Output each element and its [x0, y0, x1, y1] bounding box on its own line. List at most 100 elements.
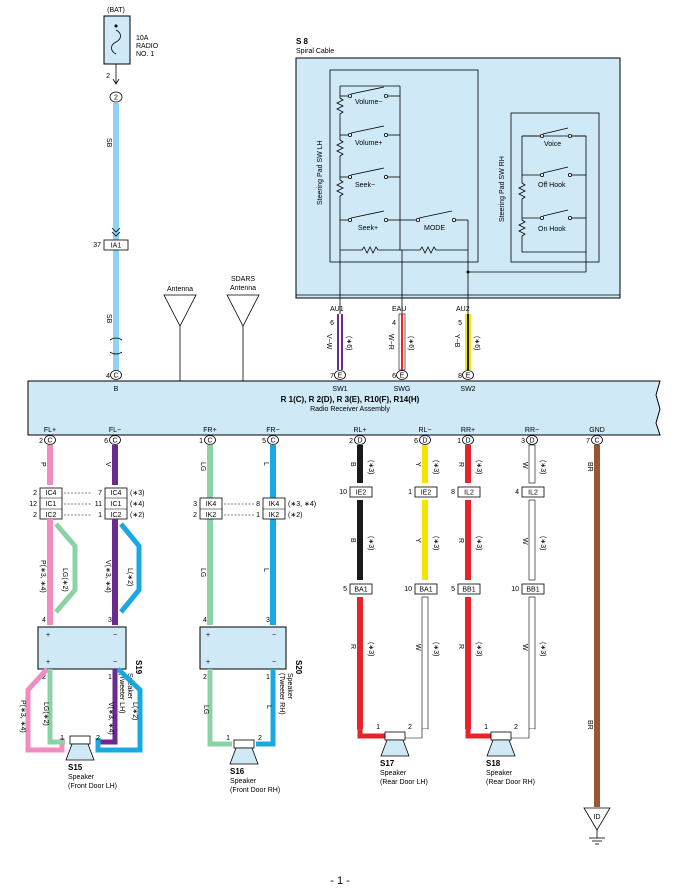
- speaker-s18: 1 2 S18 Speaker (Rear Door RH): [484, 724, 535, 786]
- svg-text:V(∗3, ∗4): V(∗3, ∗4): [104, 560, 111, 593]
- svg-text:(∗6): (∗6): [345, 336, 352, 350]
- svg-text:ID: ID: [594, 814, 601, 821]
- svg-text:Speaker: Speaker: [486, 770, 513, 777]
- svg-text:BR: BR: [586, 720, 593, 730]
- svg-text:V(∗3, ∗4): V(∗3, ∗4): [107, 702, 114, 735]
- svg-text:−: −: [272, 632, 276, 639]
- svg-text:(Front Door RH): (Front Door RH): [230, 787, 280, 794]
- svg-text:R: R: [457, 462, 464, 467]
- svg-text:1: 1: [60, 735, 64, 742]
- svg-text:D: D: [465, 438, 470, 445]
- svg-text:IA1: IA1: [111, 243, 122, 250]
- ground-point: [583, 807, 611, 831]
- svg-text:R: R: [349, 644, 356, 649]
- wire-sb-label-1: SB: [105, 138, 112, 148]
- tweeter-lh: 4 3 + − + − 2 1 S19 Speaker (Tweeter LH): [37, 617, 143, 713]
- svg-text:R: R: [457, 538, 464, 543]
- svg-text:IK2: IK2: [269, 512, 280, 519]
- svg-text:IE2: IE2: [356, 490, 367, 497]
- fuse-radio-no1: (BAT) 10A RADIO NO. 1 2 2: [103, 7, 159, 103]
- svg-text:B: B: [114, 386, 119, 393]
- svg-text:IK2: IK2: [206, 512, 217, 519]
- svg-text:10: 10: [404, 586, 412, 593]
- spiral-wires: 6 4 5 V−W W−R Y−B (∗6) (∗6) (∗6): [325, 313, 480, 371]
- svg-text:(∗6): (∗6): [473, 336, 480, 350]
- svg-text:B: B: [349, 462, 356, 467]
- svg-text:1: 1: [457, 438, 461, 445]
- svg-text:AU2: AU2: [456, 306, 470, 313]
- svg-text:L: L: [265, 705, 272, 709]
- svg-text:SW1: SW1: [332, 386, 347, 393]
- svg-text:IC2: IC2: [46, 512, 57, 519]
- rear-top-connectors: 10 IE2 1 IE2 8 IL2 4 IL2: [339, 486, 545, 498]
- svg-text:IE2: IE2: [421, 490, 432, 497]
- svg-text:Voice: Voice: [544, 141, 561, 148]
- svg-text:5: 5: [343, 586, 347, 593]
- svg-text:FL−: FL−: [109, 427, 121, 434]
- svg-text:V: V: [104, 462, 111, 467]
- svg-text:(∗3): (∗3): [539, 642, 546, 656]
- svg-text:1: 1: [376, 724, 380, 731]
- svg-text:BB1: BB1: [462, 587, 475, 594]
- svg-text:LG(∗2): LG(∗2): [61, 568, 68, 592]
- svg-text:−: −: [113, 659, 117, 666]
- svg-text:B: B: [349, 538, 356, 543]
- svg-text:D: D: [529, 438, 534, 445]
- svg-text:Speaker: Speaker: [286, 673, 293, 700]
- svg-text:BA1: BA1: [354, 587, 367, 594]
- svg-text:1: 1: [484, 724, 488, 731]
- svg-text:IC4: IC4: [46, 490, 57, 497]
- svg-text:1: 1: [108, 674, 112, 681]
- svg-text:4: 4: [392, 320, 396, 327]
- svg-text:37: 37: [93, 242, 101, 249]
- front-lh-wiring: P V 2 IC4 12 IC1 2 IC2 7 IC4 11 IC1 1 IC…: [29, 445, 144, 625]
- wire-sb-label-2: SB: [105, 314, 112, 324]
- svg-text:(∗6): (∗6): [407, 336, 414, 350]
- svg-text:+: +: [206, 659, 210, 666]
- spiral-cable: S 8 Spiral Cable Steering Pad SW LH Stee…: [295, 37, 621, 314]
- receiver-bottom-pins: FL+ 2 C FL− 6 C FR+ 1 C FR− 5 C RL+ 2 D …: [39, 427, 605, 445]
- svg-text:RR−: RR−: [525, 427, 539, 434]
- svg-text:(∗3, ∗4): (∗3, ∗4): [288, 501, 316, 508]
- svg-text:S20: S20: [294, 660, 303, 675]
- svg-text:IK4: IK4: [269, 501, 280, 508]
- svg-text:D: D: [422, 438, 427, 445]
- svg-text:5: 5: [451, 586, 455, 593]
- svg-text:Steering Pad SW RH: Steering Pad SW RH: [499, 156, 506, 222]
- svg-text:FL+: FL+: [44, 427, 56, 434]
- svg-text:RL−: RL−: [418, 427, 431, 434]
- svg-text:3: 3: [521, 438, 525, 445]
- svg-text:FR+: FR+: [203, 427, 216, 434]
- svg-text:1: 1: [199, 438, 203, 445]
- svg-text:Speaker: Speaker: [230, 778, 257, 785]
- svg-text:6: 6: [104, 438, 108, 445]
- receiver-title: R 1(C), R 2(D), R 3(E), R10(F), R14(H): [281, 395, 420, 404]
- svg-text:E: E: [338, 373, 343, 380]
- svg-text:IC2: IC2: [111, 512, 122, 519]
- svg-text:Steering Pad SW LH: Steering Pad SW LH: [317, 140, 324, 205]
- svg-text:E: E: [466, 373, 471, 380]
- conn-ia1: 37 IA1: [93, 239, 129, 251]
- svg-text:FR−: FR−: [266, 427, 279, 434]
- speaker-s16: 1 2 S16 Speaker (Front Door RH): [226, 735, 280, 794]
- svg-text:S19: S19: [134, 660, 143, 675]
- svg-text:Seek−: Seek−: [355, 182, 375, 189]
- svg-text:2: 2: [514, 724, 518, 731]
- svg-text:(Tweeter LH): (Tweeter LH): [118, 673, 125, 713]
- svg-text:3: 3: [266, 617, 270, 624]
- svg-text:2: 2: [349, 438, 353, 445]
- svg-text:IC1: IC1: [46, 501, 57, 508]
- svg-text:4: 4: [515, 489, 519, 496]
- svg-text:+: +: [206, 632, 210, 639]
- svg-text:L: L: [262, 568, 269, 572]
- svg-text:(∗3): (∗3): [539, 460, 546, 474]
- svg-text:Off Hook: Off Hook: [538, 182, 566, 189]
- svg-text:Speaker: Speaker: [68, 774, 95, 781]
- receiver-name: Radio Receiver Assembly: [310, 406, 390, 413]
- svg-text:(∗3): (∗3): [432, 642, 439, 656]
- tweeter-rh: 4 3 + − + − 2 1 S20 Speaker (Tweeter RH): [199, 617, 303, 715]
- svg-text:BB1: BB1: [526, 587, 539, 594]
- svg-text:Volume+: Volume+: [355, 140, 382, 147]
- svg-text:10: 10: [511, 586, 519, 593]
- speaker-s17: 1 2 S17 Speaker (Rear Door LH): [376, 724, 428, 786]
